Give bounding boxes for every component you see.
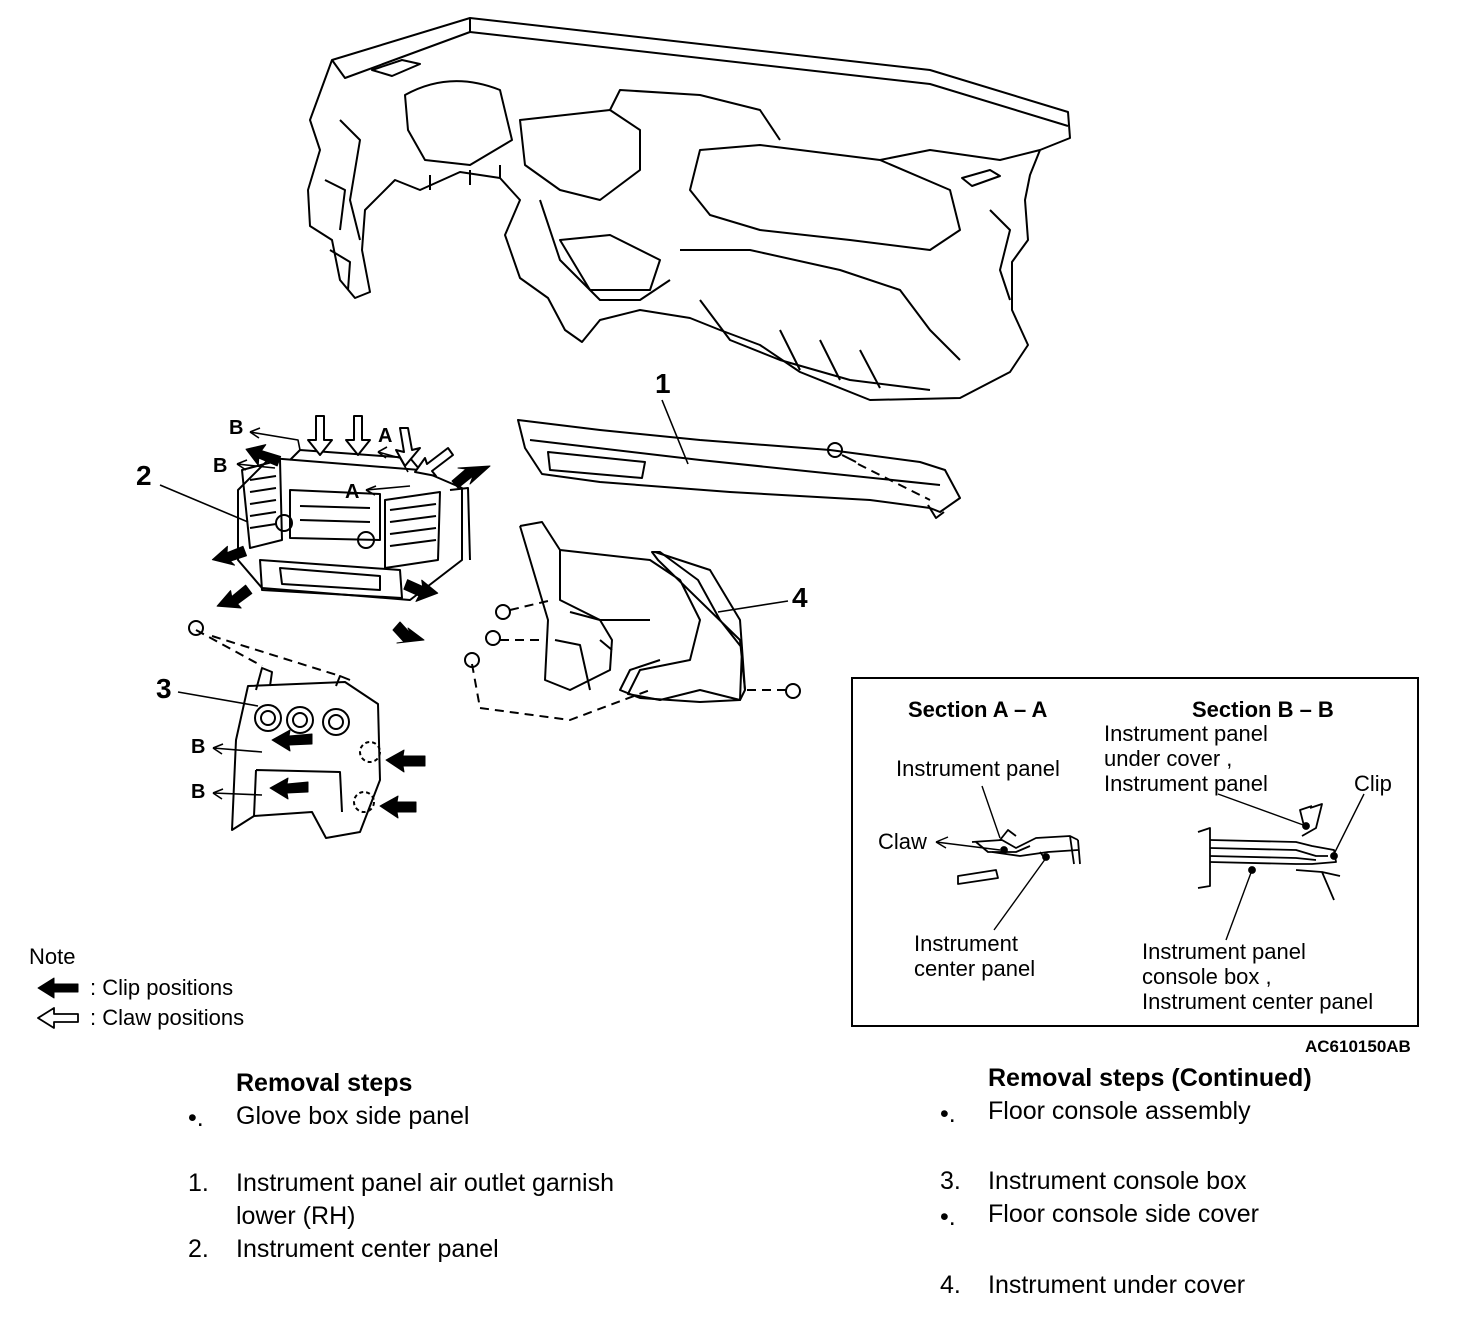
step-marker: •.	[188, 1104, 204, 1132]
instrument-center-panel	[159, 449, 471, 601]
legend-heading: Note	[29, 944, 76, 969]
ref-label-a: A	[378, 425, 393, 447]
section-detail-box	[851, 677, 1419, 1027]
ref-label-b: B	[191, 736, 206, 758]
callout-2: 2	[136, 460, 152, 491]
step-marker: 1.	[188, 1169, 209, 1197]
ref-label-a: A	[345, 481, 360, 503]
ref-label-b: B	[213, 455, 228, 477]
label-center-panel-line1: Instrument	[914, 931, 1018, 956]
removal-steps-title: Removal steps	[236, 1069, 413, 1097]
step-marker: 4.	[940, 1271, 961, 1299]
step-text: Glove box side panel	[236, 1102, 470, 1130]
label-claw: Claw	[878, 829, 927, 854]
legend-clip-label: : Clip positions	[90, 975, 234, 1000]
callout-3: 3	[156, 673, 172, 704]
section-aa-detail	[935, 785, 1081, 931]
section-aa-title: Section A – A	[908, 697, 1048, 722]
section-bb-title: Section B – B	[1192, 697, 1334, 722]
section-reference-arrows	[212, 427, 411, 800]
ref-label-b: B	[229, 417, 244, 439]
instrument-console-box	[177, 620, 381, 839]
legend-icons	[37, 977, 79, 1029]
step-text: Instrument center panel	[236, 1235, 499, 1263]
label-center-panel-line2: center panel	[914, 956, 1036, 981]
instrument-under-cover	[464, 521, 801, 721]
step-text: Floor console side cover	[988, 1200, 1259, 1228]
claw-arrows	[307, 415, 454, 477]
air-outlet-garnish-lower	[517, 399, 961, 519]
callout-4: 4	[792, 582, 808, 613]
figure-code: AC610150AB	[1305, 1037, 1411, 1056]
step-text: Floor console assembly	[988, 1097, 1251, 1125]
removal-steps-continued-title: Removal steps (Continued)	[988, 1064, 1312, 1092]
legend-claw-label: : Claw positions	[90, 1005, 245, 1030]
step-marker: 3.	[940, 1167, 961, 1195]
step-text: Instrument under cover	[988, 1271, 1246, 1299]
label-under-cover-line1: Instrument panel	[1104, 721, 1268, 746]
label-instrument-panel: Instrument panel	[896, 756, 1060, 781]
step-text: Instrument console box	[988, 1167, 1247, 1195]
instrument-panel-assembly	[307, 17, 1071, 401]
clip-arrows	[211, 444, 491, 819]
callout-1: 1	[655, 368, 671, 399]
section-bb-detail	[1197, 793, 1365, 941]
label-console-line3: Instrument center panel	[1142, 989, 1374, 1014]
step-text: lower (RH)	[236, 1202, 356, 1230]
label-console-line1: Instrument panel	[1142, 939, 1306, 964]
label-clip: Clip	[1354, 771, 1392, 796]
ref-label-b: B	[191, 781, 206, 803]
label-under-cover-line2: under cover ,	[1104, 746, 1233, 771]
label-under-cover-line3: Instrument panel	[1104, 771, 1268, 796]
label-console-line2: console box ,	[1142, 964, 1272, 989]
step-marker: •.	[940, 1100, 956, 1128]
step-marker: •.	[940, 1203, 956, 1231]
step-text: Instrument panel air outlet garnish	[236, 1169, 614, 1197]
step-marker: 2.	[188, 1235, 209, 1263]
